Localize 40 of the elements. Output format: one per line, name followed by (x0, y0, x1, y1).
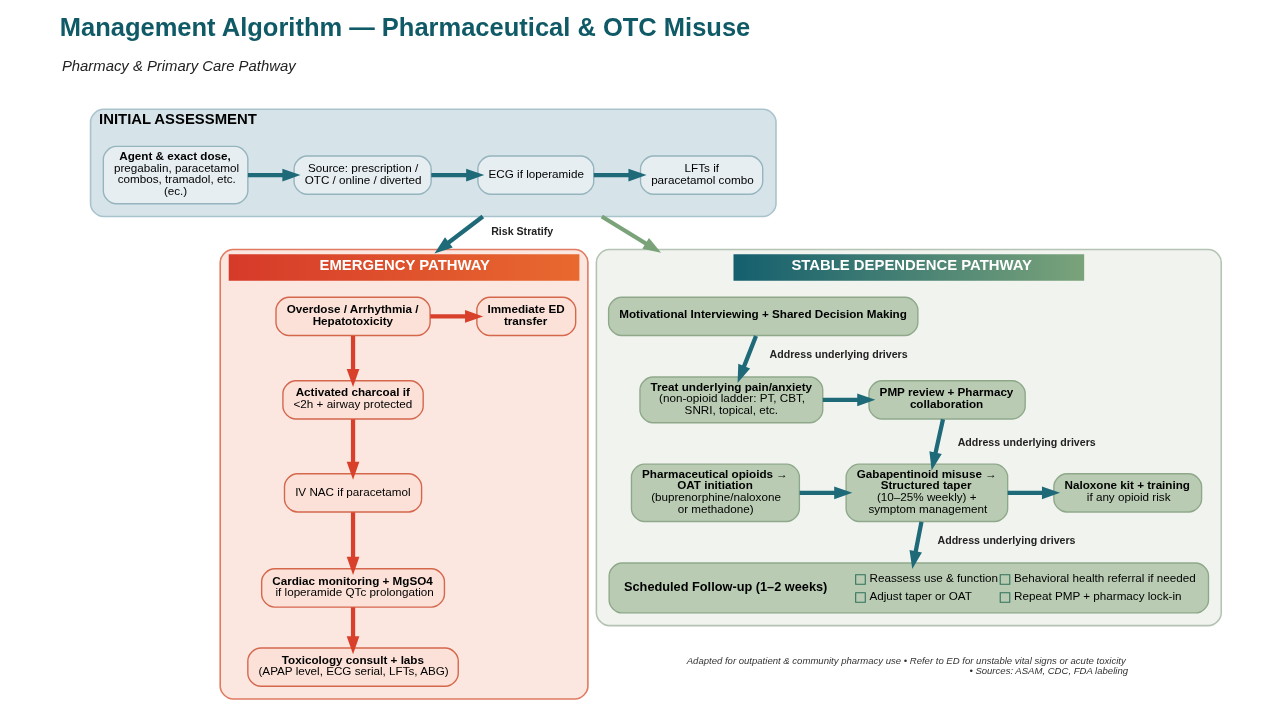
arrow (799, 486, 852, 500)
node-box: Source: prescription / OTC / online / diverted (292, 155, 432, 195)
node-box: ECG if loperamide (476, 155, 594, 195)
node-box: Activated charcoal if <2h + airway protected (281, 380, 424, 420)
arrow (433, 214, 484, 254)
arrow (346, 419, 359, 480)
arrow (909, 521, 924, 570)
arrow (346, 512, 359, 575)
arrow (1007, 486, 1060, 500)
arrow (822, 393, 875, 407)
diagram-title: Management Algorithm — Pharmaceutical & OTC Misuse (59, 13, 750, 42)
arrow (429, 310, 483, 323)
node-box: Naloxone kit + training if any opioid risk (1052, 473, 1202, 513)
node-box: IV NAC if paracetamol (283, 473, 422, 513)
arrow (346, 607, 359, 655)
edge-label: Address underlying drivers (957, 435, 1096, 448)
label: Adapted for outpatient & community pharmacy use • Refer to ED for unstable vital signs or acute toxicity • Sources: ASAM, CDC, FDA labeling (686, 655, 1128, 676)
arrow (928, 418, 945, 471)
label: Pharmacy & Primary Care Pathway (61, 57, 296, 74)
node-box: LFTs if paracetamol combo (639, 155, 763, 195)
edge-label: Address underlying drivers (769, 348, 908, 361)
arrow (430, 168, 484, 182)
edge-label: Risk Stratify (490, 225, 553, 238)
arrow (346, 335, 359, 388)
node-box: Toxicology consult + labs (APAP level, ECG serial, LFTs, ABG) (246, 647, 459, 687)
node-box: Pharmaceutical opioids → OAT initiation (buprenorphine/naloxone or methadone) (630, 463, 800, 523)
arrow (737, 335, 758, 383)
edge-label: Address underlying drivers (937, 534, 1075, 547)
node-box: Scheduled Follow-up (1–2 weeks) Reassess use & function Behavioral health referral if needed Adjust taper or OAT Repeat PMP + pharmacy lock-in (607, 562, 1209, 614)
node-box: PMP review + Pharmacy collaboration (867, 380, 1026, 420)
node-box: Immediate ED transfer (475, 296, 576, 337)
arrow (593, 168, 647, 182)
arrow (600, 214, 661, 253)
node-box: Treat underlying pain/anxiety (non-opioid ladder: PT, CBT, SNRI, topical, etc. (638, 376, 823, 424)
node-box: Overdose / Arrhythmia / Hepatotoxicity (274, 296, 431, 337)
node-box: Cardiac monitoring + MgSO4 if loperamide QTc prolongation (260, 568, 445, 608)
node-box: Agent & exact dose, pregabalin, paracetamol combos, tramadol, etc. (ec.) (102, 145, 249, 205)
node-box: Motivational Interviewing + Shared Decision Making (607, 296, 919, 337)
node-box: Gabapentinoid misuse → Structured taper (10–25% weekly) + symptom management (844, 463, 1008, 523)
arrow (247, 168, 300, 182)
